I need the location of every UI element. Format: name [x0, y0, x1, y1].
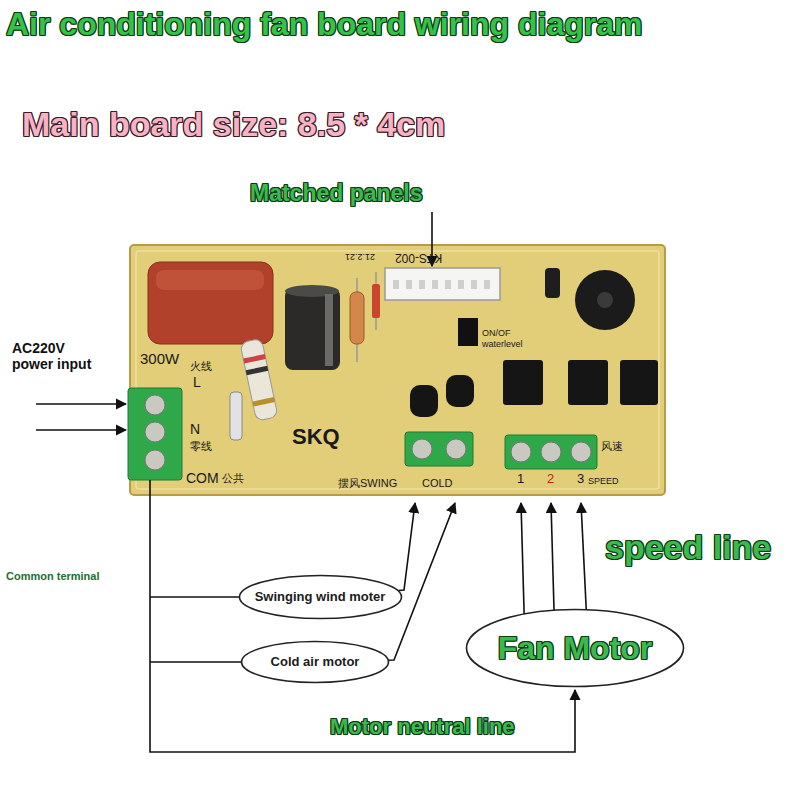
- glass-fuse: [230, 392, 242, 440]
- capacitor-stripe: [325, 294, 333, 366]
- electrolytic-capacitor: [285, 288, 340, 370]
- speed-terminal-block: [505, 435, 597, 469]
- small-capacitor: [545, 268, 560, 298]
- board-print: KTS-002: [395, 250, 442, 264]
- resistor-body: [240, 338, 278, 421]
- power-terminal-block: [128, 388, 182, 480]
- node-text-box: Fan Motor: [498, 630, 653, 667]
- terminal-screw: [145, 450, 165, 470]
- swing-cold-terminal-block: [405, 432, 473, 466]
- pin-name: 2: [547, 472, 554, 487]
- pin-name: 摆风SWING: [338, 477, 397, 490]
- board-print: ON/OF: [482, 328, 511, 338]
- terminal-screw: [571, 442, 591, 462]
- triac: [503, 360, 543, 405]
- callout-label: Motor neutral line: [330, 714, 515, 739]
- power-arrow: [36, 429, 126, 431]
- node-label: Swinging wind moter: [255, 590, 386, 605]
- transistor: [410, 385, 438, 417]
- terminal-screw: [145, 422, 165, 442]
- resistor-band: [246, 366, 269, 375]
- subtitle: Main board size: 8.5 * 4cm: [22, 105, 445, 144]
- panel-connector: [385, 268, 500, 300]
- board-print: 火线: [190, 360, 212, 373]
- power-arrow: [36, 403, 126, 405]
- resistor: [350, 292, 364, 344]
- terminal-screw: [511, 442, 531, 462]
- board-print: 300W: [140, 350, 179, 367]
- pin-name: COM: [186, 470, 219, 486]
- board-print: 风速: [601, 440, 623, 453]
- triac: [568, 360, 608, 405]
- board-print: waterlevel: [482, 339, 523, 349]
- node-label: Cold air motor: [271, 655, 360, 670]
- callout-label: Common terminal: [6, 570, 100, 583]
- pin-name: L: [193, 374, 201, 390]
- motor-ellipse: Cold air motor: [240, 640, 390, 684]
- buzzer: [575, 270, 635, 330]
- diagram-title: Air conditioning fan board wiring diagra…: [6, 6, 642, 43]
- ellipse-shape: [242, 642, 389, 683]
- node-text-box: Cold air motor: [271, 655, 360, 670]
- callout-label: Matched panels: [250, 180, 423, 206]
- capacitor-highlight: [156, 270, 264, 290]
- pin-name: COLD: [422, 477, 453, 490]
- node-text-box: Swinging wind moter: [255, 590, 386, 605]
- jumper: [458, 318, 478, 346]
- triac: [620, 360, 658, 405]
- diode: [372, 284, 380, 318]
- motor-ellipse: Swinging wind moter: [238, 574, 403, 620]
- power-resistor: [240, 338, 278, 421]
- circuit-board: [130, 245, 665, 495]
- board-edge-highlight: [136, 251, 659, 489]
- pin-name: SPEED: [588, 476, 619, 486]
- resistor-band: [252, 397, 275, 406]
- pin-name: 1: [517, 472, 524, 487]
- terminal-screw: [446, 439, 466, 459]
- connector-pins: [393, 280, 490, 289]
- board-print: 21.2.21: [345, 252, 375, 262]
- terminal-screw: [412, 439, 432, 459]
- buzzer-hole: [597, 292, 613, 308]
- callout-label: AC220V power input: [12, 340, 102, 372]
- board-print: 零线: [190, 440, 212, 453]
- board-print: 公共: [222, 472, 244, 485]
- pin-name: N: [190, 421, 200, 437]
- terminal-screw: [145, 395, 165, 415]
- motor-ellipse: Fan Motor: [465, 608, 685, 688]
- film-capacitor: [148, 262, 273, 344]
- callout-label: speed line: [605, 528, 771, 567]
- terminal-screw: [541, 442, 561, 462]
- resistor-band: [243, 354, 266, 363]
- ellipse-shape: [467, 610, 684, 687]
- pin-name: 3: [577, 472, 584, 487]
- board-print: SKQ: [292, 424, 340, 449]
- transistor: [446, 375, 474, 407]
- node-label: Fan Motor: [498, 630, 653, 667]
- ellipse-shape: [239, 576, 401, 619]
